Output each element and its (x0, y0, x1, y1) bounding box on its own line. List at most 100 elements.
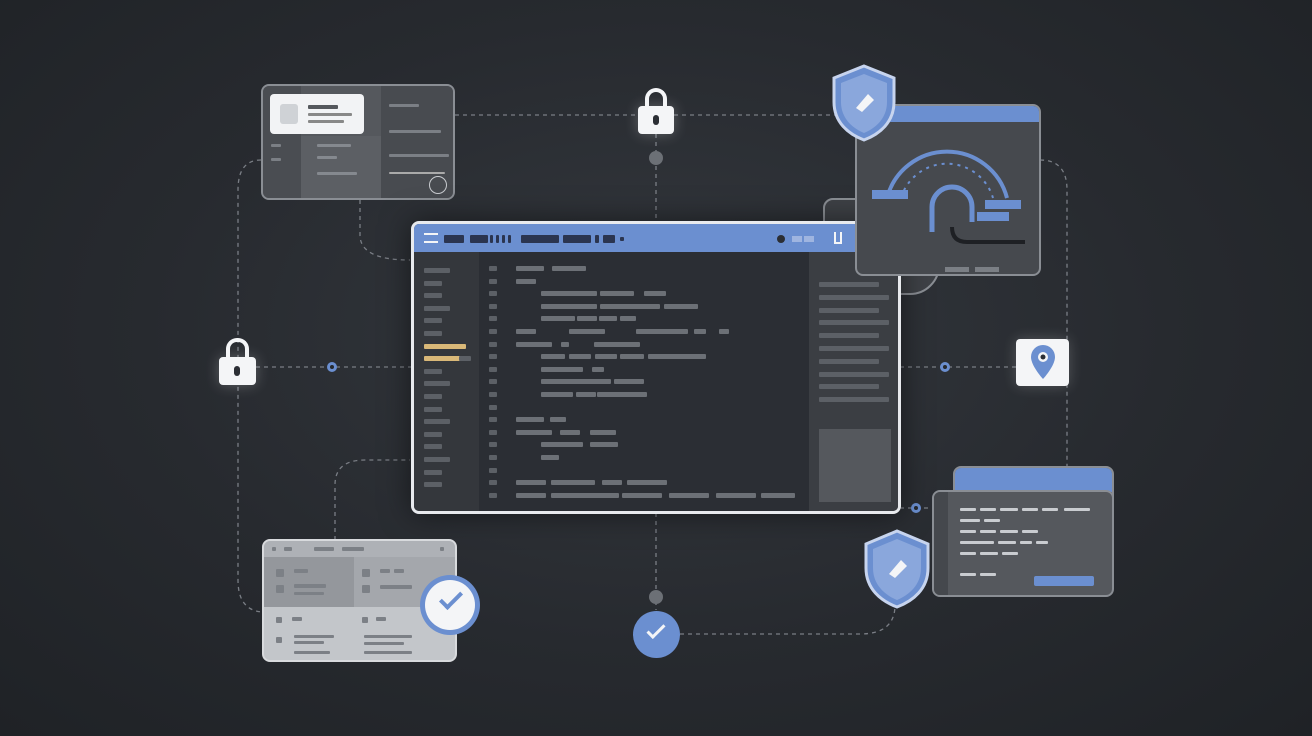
placeholder-bar (819, 333, 879, 339)
placeholder-bar (424, 394, 442, 399)
placeholder-bar (551, 492, 587, 498)
placeholder-bar (294, 584, 326, 588)
placeholder-bar (541, 392, 573, 397)
placeholder-bar (1020, 541, 1032, 544)
placeholder-bar (424, 482, 442, 488)
placeholder-bar (276, 569, 284, 577)
code-editor-window (411, 221, 901, 514)
profile-card-window (261, 84, 455, 200)
placeholder-bar (424, 469, 442, 475)
placeholder-bar (648, 354, 706, 360)
placeholder-bar (276, 617, 282, 623)
placeholder-bar (489, 429, 497, 435)
placeholder-bar (664, 303, 698, 309)
placeholder-bar (1000, 530, 1018, 533)
placeholder-bar (694, 329, 706, 334)
connector-node (649, 590, 663, 604)
placeholder-bar (541, 379, 581, 385)
placeholder-bar (380, 569, 390, 573)
network-window (855, 104, 1041, 276)
placeholder-bar (599, 316, 617, 322)
placeholder-bar (590, 442, 618, 448)
placeholder-bar (636, 329, 688, 334)
placeholder-bar (620, 316, 636, 322)
placeholder-bar (644, 291, 666, 297)
placeholder-bar (516, 341, 552, 347)
bookmark-icon[interactable] (834, 232, 842, 244)
placeholder-bar (592, 366, 604, 372)
placeholder-bar (362, 569, 370, 577)
placeholder-bar (960, 573, 976, 576)
placeholder-bar (516, 480, 546, 486)
placeholder-bar (424, 293, 442, 299)
check-circle-icon[interactable] (420, 575, 480, 635)
placeholder-bar (424, 356, 466, 362)
placeholder-bar (819, 358, 879, 364)
placeholder-bar (489, 467, 497, 473)
placeholder-bar (459, 356, 471, 362)
placeholder-bar (980, 552, 998, 555)
shield-icon (864, 529, 930, 609)
placeholder-bar (294, 635, 334, 638)
placeholder-bar (552, 266, 586, 271)
placeholder-bar (424, 381, 450, 387)
menu-icon[interactable] (424, 233, 438, 243)
location-card[interactable] (1016, 339, 1069, 386)
placeholder-bar (960, 519, 980, 522)
action-button[interactable] (1034, 576, 1094, 586)
placeholder-bar (314, 547, 334, 551)
placeholder-bar (489, 266, 497, 271)
placeholder-bar (577, 316, 597, 322)
placeholder-bar (620, 354, 644, 360)
placeholder-bar (380, 585, 412, 589)
placeholder-bar (716, 492, 756, 498)
placeholder-bar (516, 417, 544, 423)
placeholder-bar (489, 341, 497, 347)
placeholder-bar (1022, 530, 1038, 533)
placeholder-bar (440, 547, 444, 551)
placeholder-bar (502, 235, 505, 243)
placeholder-bar (819, 397, 889, 403)
placeholder-bar (819, 371, 889, 377)
placeholder-bar (424, 280, 442, 286)
placeholder-bar (294, 569, 308, 573)
placeholder-bar (595, 235, 599, 243)
placeholder-bar (490, 235, 493, 243)
placeholder-bar (362, 585, 370, 593)
placeholder-bar (362, 617, 368, 623)
placeholder-bar (980, 508, 996, 511)
placeholder-bar (561, 341, 569, 347)
placeholder-bar (541, 354, 565, 360)
placeholder-bar (600, 291, 634, 297)
placeholder-bar (819, 384, 879, 390)
placeholder-bar (960, 508, 976, 511)
placeholder-bar (551, 480, 595, 486)
placeholder-bar (541, 303, 597, 309)
terminal-window (932, 490, 1114, 597)
placeholder-bar (521, 235, 559, 243)
placeholder-bar (960, 541, 994, 544)
placeholder-bar (595, 354, 617, 360)
check-circle-icon[interactable] (633, 611, 680, 658)
placeholder-bar (984, 519, 1000, 522)
placeholder-bar (594, 341, 640, 347)
placeholder-bar (1064, 508, 1090, 511)
placeholder-bar (489, 404, 497, 410)
placeholder-bar (1000, 508, 1018, 511)
placeholder-bar (819, 346, 889, 351)
placeholder-bar (489, 455, 497, 460)
placeholder-bar (364, 635, 412, 638)
placeholder-bar (276, 585, 284, 593)
placeholder-bar (470, 235, 488, 243)
placeholder-bar (563, 235, 591, 243)
placeholder-bar (541, 442, 583, 448)
placeholder-bar (600, 303, 660, 309)
placeholder-bar (276, 637, 282, 643)
placeholder-bar (489, 329, 497, 334)
placeholder-bar (516, 329, 536, 334)
placeholder-bar (489, 291, 497, 297)
placeholder-bar (516, 266, 544, 271)
placeholder-bar (424, 305, 450, 311)
placeholder-bar (489, 278, 497, 284)
